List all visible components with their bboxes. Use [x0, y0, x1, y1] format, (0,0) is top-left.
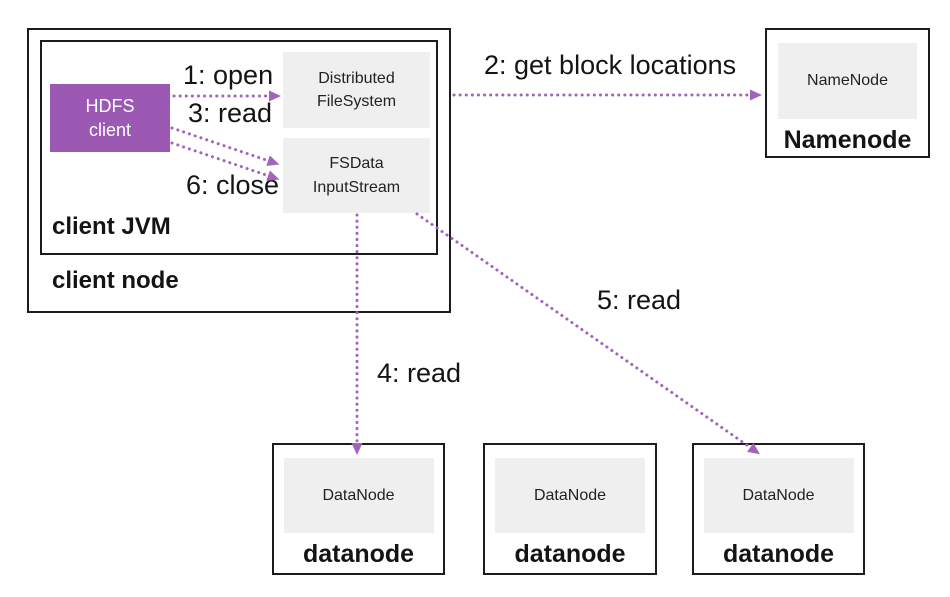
datanode-2-label: datanode	[514, 540, 626, 568]
fsdata-inputstream-box: FSData InputStream	[283, 138, 430, 213]
datanode-1-component-box: DataNode	[283, 458, 434, 533]
step-3-read-label: 3: read	[188, 98, 273, 128]
fsdata-inputstream-line1: FSData	[329, 155, 384, 173]
step-6-close-label: 6: close	[186, 170, 280, 200]
datanode-2-box: DataNode datanode	[483, 443, 657, 575]
namenode-label: Namenode	[783, 126, 912, 154]
hdfs-client-label-line1: HDFS	[85, 95, 135, 116]
arrow-step5-read	[415, 212, 761, 455]
namenode-component-label: NameNode	[807, 72, 888, 90]
hdfs-client-box: HDFS client	[50, 84, 170, 152]
datanode-1-label: datanode	[302, 540, 415, 568]
distributed-filesystem-line1: Distributed	[318, 69, 395, 87]
datanode-3-component-box: DataNode	[703, 458, 854, 533]
datanode-3-box: DataNode datanode	[692, 443, 865, 575]
datanode-3-component-label: DataNode	[742, 486, 815, 504]
namenode-component-box: NameNode	[778, 43, 917, 119]
fsdata-inputstream-line2: InputStream	[312, 178, 401, 196]
distributed-filesystem-line2: FileSystem	[316, 93, 397, 110]
datanode-1-component-label: DataNode	[322, 486, 395, 504]
datanode-3-label: datanode	[722, 540, 835, 568]
datanode-2-component-label: DataNode	[533, 486, 607, 504]
namenode-box: NameNode Namenode	[765, 28, 930, 158]
step-5-read-label: 5: read	[597, 285, 682, 315]
datanode-2-component-box: DataNode	[495, 458, 645, 533]
step-4-read-label: 4: read	[377, 358, 462, 388]
hdfs-client-label-line2: client	[88, 120, 132, 140]
datanode-1-box: DataNode datanode	[272, 443, 445, 575]
distributed-filesystem-box: Distributed FileSystem	[283, 52, 430, 128]
client-jvm-label: client JVM	[52, 213, 171, 240]
step-2-get-block-locations-label: 2: get block locations	[484, 50, 737, 80]
client-node-label: client node	[52, 267, 179, 294]
step-1-open-label: 1: open	[183, 60, 274, 90]
